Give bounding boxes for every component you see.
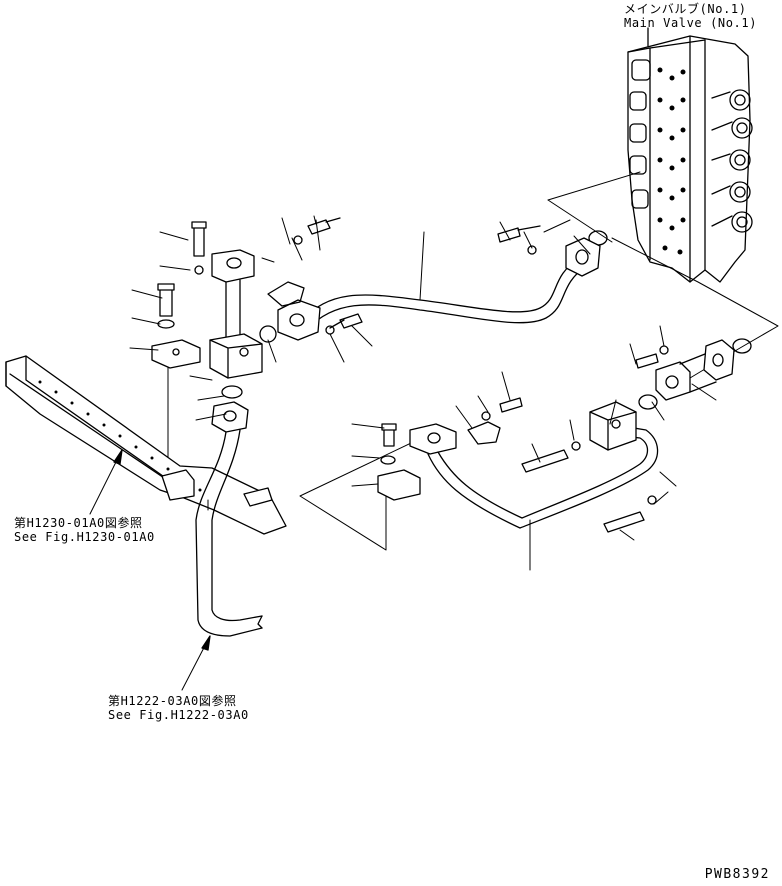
lower-right-assembly (377, 339, 735, 533)
main-valve-label-jp: メインバルブ(No.1) (624, 2, 747, 16)
main-valve-assembly (627, 27, 753, 283)
upper-fasteners (267, 217, 541, 335)
lower-left-pipe (195, 401, 263, 637)
fig-h1230-reference: 第H1230-01A0図参照 See Fig.H1230-01A0 (14, 516, 155, 544)
reference-arrows (89, 449, 211, 691)
fig-h1222-reference-jp: 第H1222-03A0図参照 (108, 694, 237, 708)
upper-pipe (277, 237, 601, 341)
valve-caps-right (711, 89, 753, 233)
leader-lines (129, 215, 717, 571)
o-ring-mid (638, 394, 658, 410)
reference-lines (167, 171, 779, 551)
frame-rail (5, 355, 287, 535)
o-ring-right (732, 338, 752, 354)
main-valve-label: メインバルブ(No.1) Main Valve (No.1) (624, 2, 757, 30)
drawing-code: PWB8392 (704, 867, 770, 882)
fig-h1222-reference-en: See Fig.H1222-03A0 (108, 708, 249, 722)
valve-spools-left (629, 59, 651, 209)
fig-h1230-reference-jp: 第H1230-01A0図参照 (14, 516, 143, 530)
valve-port-pattern (657, 67, 686, 255)
fig-h1222-reference: 第H1222-03A0図参照 See Fig.H1222-03A0 (108, 694, 249, 722)
main-valve-label-en: Main Valve (No.1) (624, 16, 758, 30)
left-block-assembly (151, 221, 277, 399)
fig-h1230-reference-en: See Fig.H1230-01A0 (14, 530, 155, 544)
